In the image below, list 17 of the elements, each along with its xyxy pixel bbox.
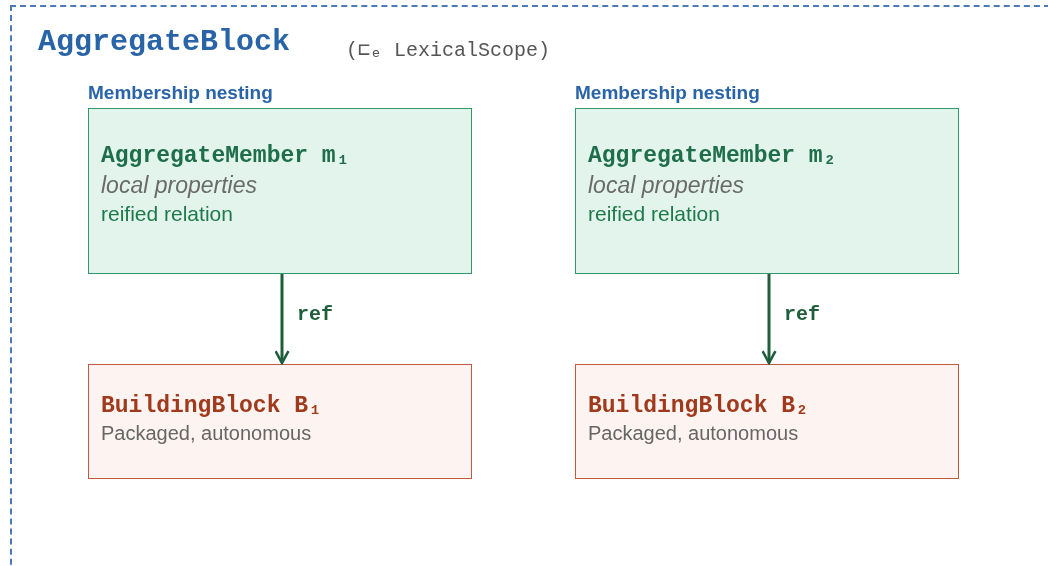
member-title: AggregateMember m₁ <box>101 143 351 169</box>
scope-subtitle: (⊏ₑ LexicalScope) <box>346 38 551 62</box>
member-note: local properties <box>101 172 258 199</box>
block-text: Packaged, autonomous <box>101 422 313 445</box>
scope-title: AggregateBlock <box>38 25 291 59</box>
arrow <box>274 274 290 365</box>
member-text: reified relation <box>101 202 234 226</box>
block-text: Packaged, autonomous <box>588 422 800 445</box>
member-title: AggregateMember m₂ <box>588 143 838 169</box>
scope-frame <box>10 5 1048 566</box>
section-heading: Membership nesting <box>575 82 760 104</box>
member-note: local properties <box>588 172 745 199</box>
member-text: reified relation <box>588 202 721 226</box>
arrow <box>761 274 777 365</box>
block-title: BuildingBlock B₂ <box>588 393 810 419</box>
block-title: BuildingBlock B₁ <box>101 393 323 419</box>
section-heading: Membership nesting <box>88 82 273 104</box>
